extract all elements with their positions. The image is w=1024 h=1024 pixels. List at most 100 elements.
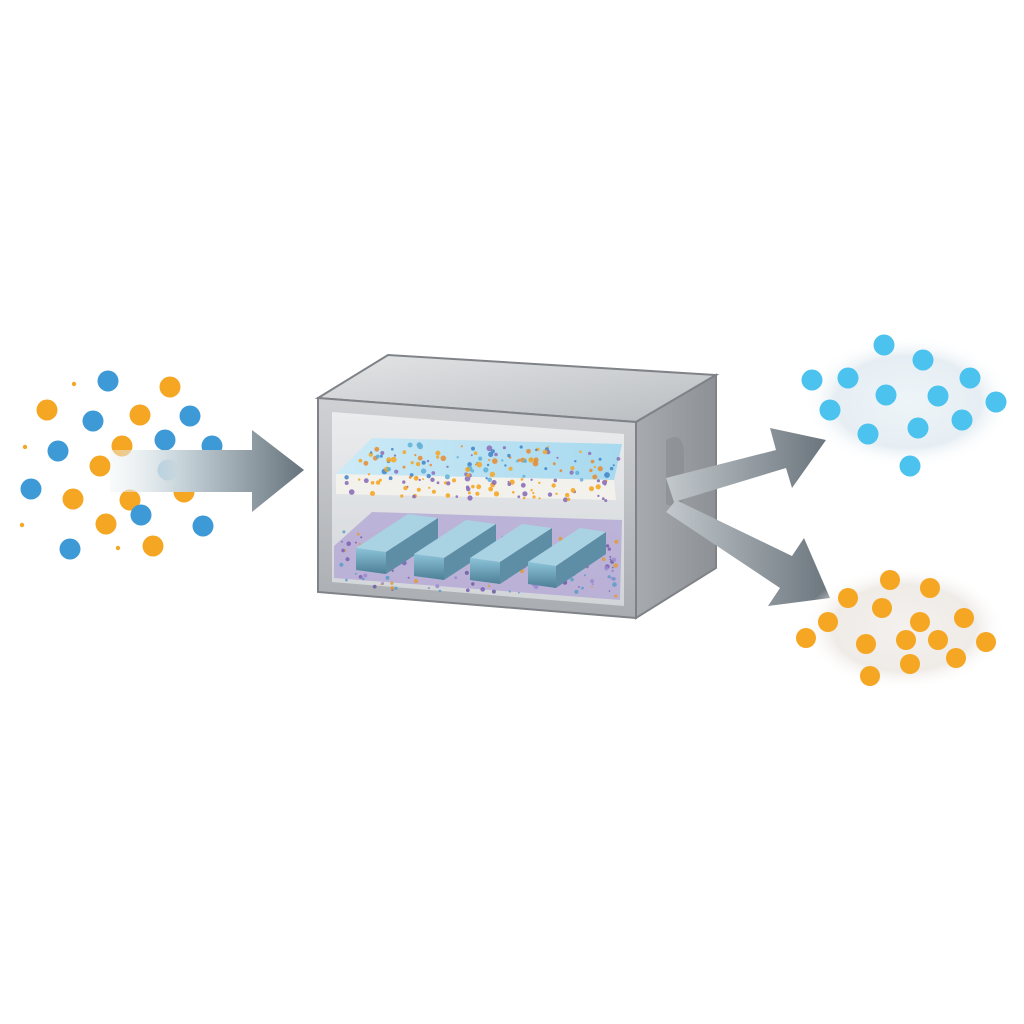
membrane-particle	[563, 497, 568, 503]
membrane-particle	[552, 462, 556, 466]
membrane-particle	[507, 480, 510, 483]
membrane-particle	[597, 494, 600, 498]
particle-b	[875, 384, 897, 406]
particle-a	[36, 399, 58, 421]
particle-b	[837, 367, 859, 389]
particle-b	[907, 417, 929, 439]
sorbent-particle	[518, 591, 520, 594]
membrane-particle	[598, 457, 602, 461]
membrane-particle	[380, 451, 385, 455]
membrane-particle	[483, 467, 489, 473]
sorbent-particle	[574, 589, 579, 594]
membrane-particle	[467, 462, 472, 467]
membrane-particle	[494, 452, 498, 457]
sorbent-particle	[604, 566, 609, 571]
particle-fragment	[115, 545, 121, 551]
particle-a	[928, 630, 948, 650]
membrane-particle	[489, 471, 496, 478]
membrane-particle	[504, 464, 507, 467]
sorbent-particle	[345, 557, 350, 562]
membrane-particle	[595, 484, 601, 490]
sorbent-particle	[609, 558, 612, 561]
membrane-particle	[604, 472, 610, 478]
membrane-particle	[358, 458, 363, 463]
membrane-particle	[430, 477, 435, 482]
membrane-particle	[512, 491, 515, 494]
sorbent-particle	[341, 540, 343, 543]
membrane-particle	[376, 454, 380, 458]
output-particles-b	[801, 334, 1007, 477]
membrane-particle	[422, 478, 425, 481]
particle-b	[951, 409, 973, 431]
sorbent-particle	[342, 530, 346, 534]
membrane-particle	[368, 452, 373, 457]
sorbent-particle	[608, 590, 611, 592]
membrane-particle	[363, 460, 369, 466]
membrane-particle	[592, 474, 598, 480]
particle-b	[82, 410, 104, 432]
membrane-particle	[464, 475, 471, 482]
membrane-particle	[414, 454, 417, 457]
membrane-particle	[416, 442, 422, 448]
output-arrow-lower	[666, 500, 830, 606]
membrane-particle	[476, 461, 483, 468]
membrane-particle	[467, 491, 471, 495]
sorbent-particle	[508, 590, 511, 593]
membrane-particle	[488, 486, 494, 492]
membrane-particle	[533, 457, 539, 463]
membrane-particle	[532, 491, 535, 495]
particle-b	[97, 370, 119, 392]
sorbent-particle	[465, 588, 470, 593]
membrane-particle	[375, 480, 381, 485]
membrane-particle	[402, 450, 407, 455]
membrane-particle	[559, 469, 563, 473]
membrane-particle	[612, 464, 615, 467]
membrane-particle	[588, 451, 592, 456]
membrane-particle	[478, 456, 483, 461]
membrane-particle	[476, 484, 482, 490]
membrane-particle	[431, 471, 436, 475]
sorbent-particle	[610, 576, 614, 581]
membrane-particle	[604, 499, 608, 503]
particle-b	[801, 369, 823, 391]
membrane-particle	[546, 450, 551, 455]
particle-b	[179, 405, 201, 427]
membrane-particle	[363, 478, 369, 484]
membrane-particle	[616, 457, 621, 461]
membrane-particle	[570, 488, 576, 493]
particle-b	[47, 440, 69, 462]
membrane-particle	[501, 459, 504, 462]
membrane-particle	[471, 484, 475, 489]
membrane-particle	[601, 497, 605, 501]
membrane-particle	[420, 468, 427, 474]
sorbent-particle	[454, 576, 458, 580]
particle-a	[920, 578, 940, 598]
membrane-particle	[473, 451, 478, 456]
sorbent-particle	[390, 581, 394, 585]
sorbent-particle	[380, 583, 383, 586]
membrane-particle	[609, 466, 614, 471]
membrane-particle	[579, 478, 584, 482]
membrane-particle	[444, 474, 450, 480]
sorbent-particle	[390, 586, 395, 590]
membrane-particle	[493, 491, 500, 497]
membrane-particle	[456, 456, 459, 459]
sorbent-particle	[413, 579, 418, 584]
particle-a	[62, 488, 84, 510]
membrane-particle	[530, 489, 533, 492]
membrane-particle	[446, 465, 449, 468]
membrane-particle	[391, 447, 394, 451]
sorbent-particle	[611, 557, 617, 563]
membrane-particle	[530, 478, 533, 481]
sorbent-particle	[591, 583, 594, 586]
particle-a	[89, 455, 111, 477]
membrane-particle	[410, 461, 414, 465]
membrane-particle	[575, 470, 580, 475]
membrane-particle	[367, 473, 371, 476]
membrane-particle	[374, 446, 380, 452]
membrane-particle	[492, 458, 498, 464]
particle-a	[129, 404, 151, 426]
membrane-particle	[466, 473, 471, 478]
membrane-particle	[507, 482, 512, 487]
membrane-particle	[348, 489, 355, 495]
